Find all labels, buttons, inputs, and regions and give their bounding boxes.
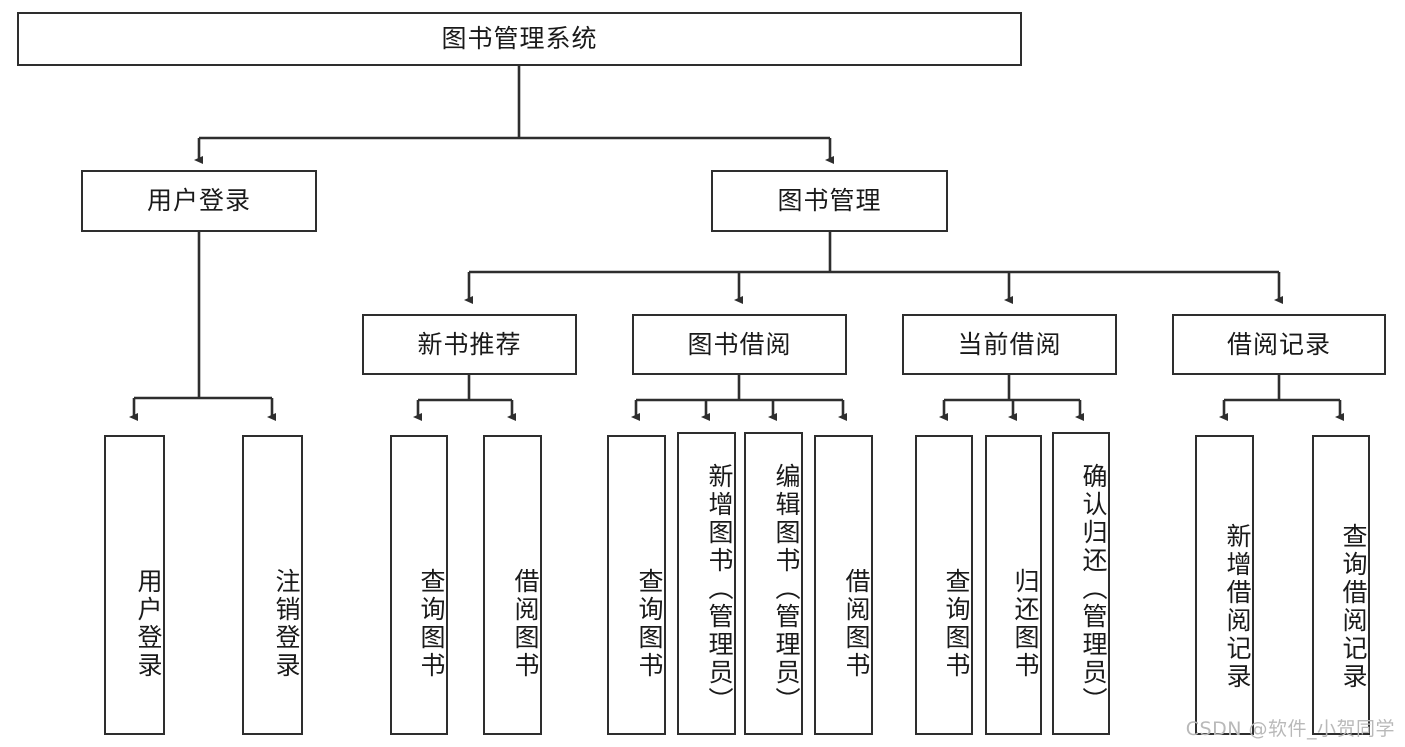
- node-label: 图书管理: [777, 186, 882, 216]
- node-label: 归还图书: [1011, 568, 1040, 680]
- node-borrow-record[interactable]: 借阅记录: [1172, 314, 1386, 375]
- node-label: 查询图书: [417, 568, 446, 680]
- node-label: 编辑图书（管理员）: [772, 462, 801, 715]
- node-book-borrow[interactable]: 图书借阅: [632, 314, 847, 375]
- leaf-add-borrow-record[interactable]: 新增借阅记录: [1195, 435, 1254, 735]
- leaf-user-login[interactable]: 用户登录: [104, 435, 165, 735]
- node-label: 新增借阅记录: [1223, 523, 1252, 691]
- leaf-query-book-borrow[interactable]: 查询图书: [607, 435, 666, 735]
- node-new-book-recommend[interactable]: 新书推荐: [362, 314, 577, 375]
- leaf-return-book[interactable]: 归还图书: [985, 435, 1042, 735]
- node-label: 查询借阅记录: [1339, 523, 1368, 691]
- leaf-edit-book-admin[interactable]: 编辑图书（管理员）: [744, 432, 803, 735]
- leaf-borrow-book-borrow[interactable]: 借阅图书: [814, 435, 873, 735]
- node-label: 新书推荐: [417, 329, 522, 359]
- leaf-user-logout[interactable]: 注销登录: [242, 435, 303, 735]
- node-label: 确认归还（管理员）: [1079, 462, 1108, 715]
- node-label: 查询图书: [942, 568, 971, 680]
- leaf-query-borrow-record[interactable]: 查询借阅记录: [1312, 435, 1370, 735]
- node-label: 查询图书: [635, 568, 664, 680]
- node-current-borrow[interactable]: 当前借阅: [902, 314, 1117, 375]
- leaf-borrow-book-new-recommend[interactable]: 借阅图书: [483, 435, 542, 735]
- node-label: 借阅记录: [1226, 329, 1331, 359]
- leaf-query-book-current[interactable]: 查询图书: [915, 435, 973, 735]
- leaf-query-book-new-recommend[interactable]: 查询图书: [390, 435, 448, 735]
- node-book-manage[interactable]: 图书管理: [711, 170, 948, 232]
- leaf-add-book-admin[interactable]: 新增图书（管理员）: [677, 432, 736, 735]
- node-label: 新增图书（管理员）: [705, 462, 734, 715]
- csdn-watermark: CSDN @软件_小贺同学: [1185, 718, 1395, 740]
- node-root-book-management-system[interactable]: 图书管理系统: [17, 12, 1022, 66]
- node-label: 图书借阅: [687, 329, 792, 359]
- node-user-login[interactable]: 用户登录: [81, 170, 317, 232]
- node-label: 用户登录: [146, 186, 251, 216]
- node-label: 用户登录: [134, 568, 163, 680]
- node-label: 当前借阅: [957, 329, 1062, 359]
- node-label: 注销登录: [272, 568, 301, 680]
- node-label: 图书管理系统: [441, 24, 598, 54]
- node-label: 借阅图书: [511, 568, 540, 680]
- leaf-confirm-return-admin[interactable]: 确认归还（管理员）: [1052, 432, 1110, 735]
- node-label: 借阅图书: [842, 568, 871, 680]
